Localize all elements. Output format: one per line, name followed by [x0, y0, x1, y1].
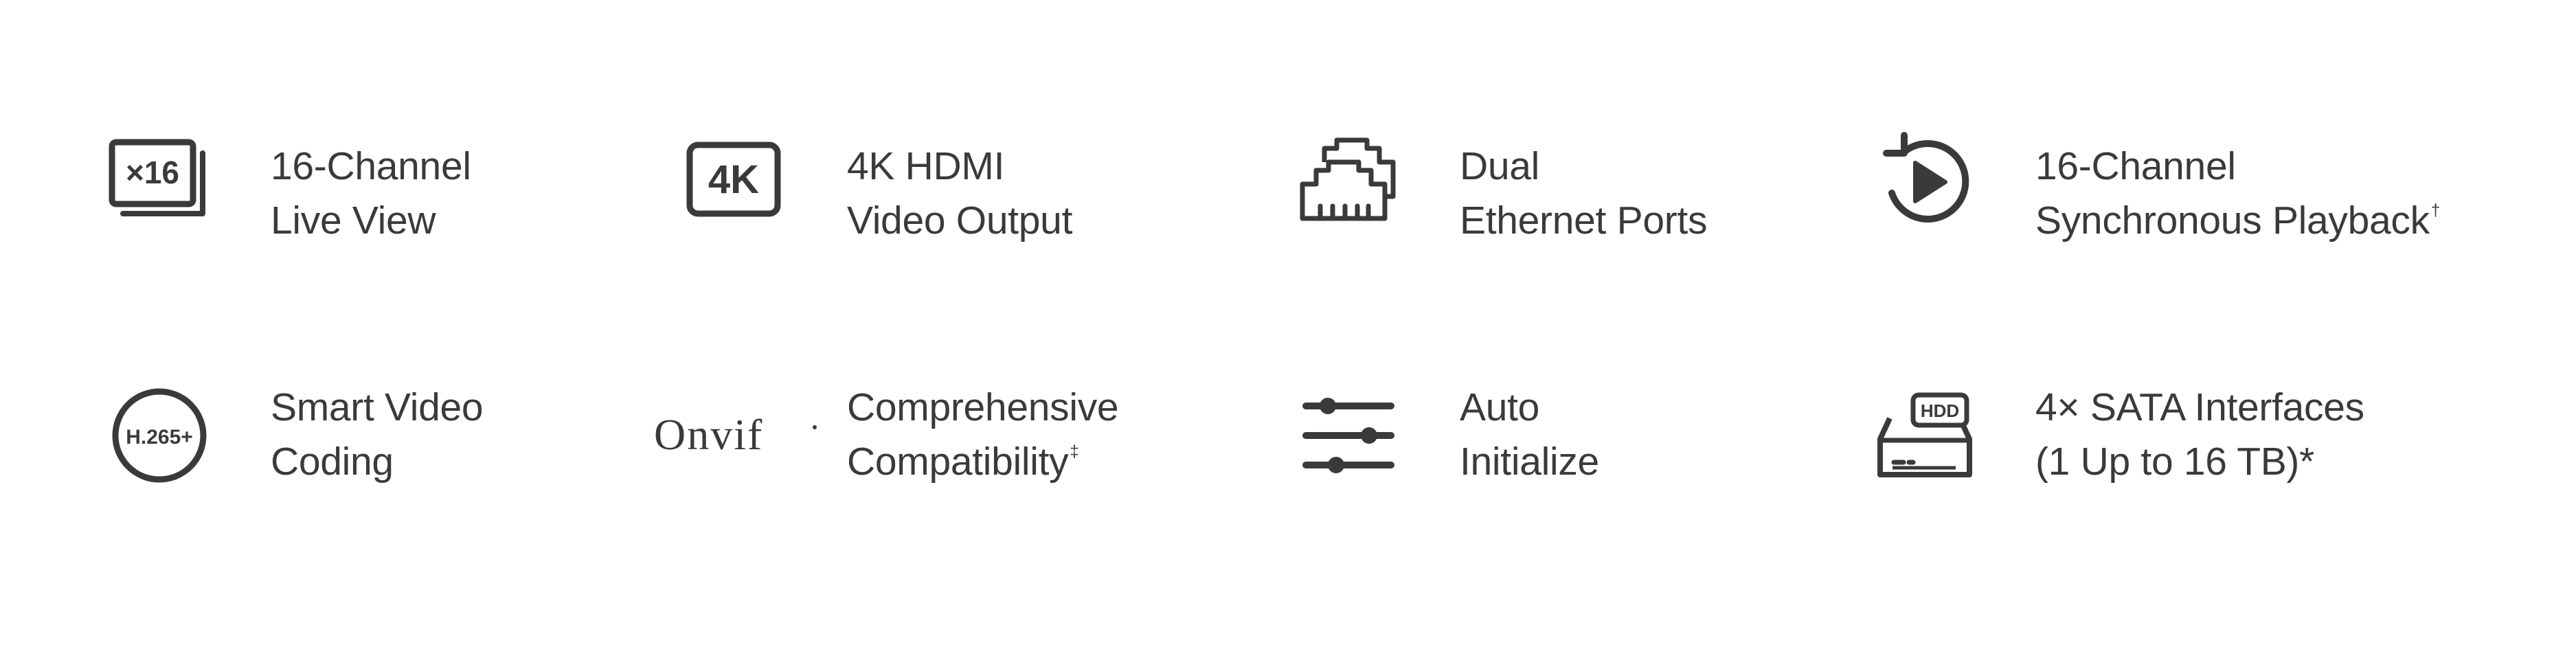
- hdd-icon: HDD: [1870, 381, 1980, 490]
- feature-title-line2-wrap: Synchronous Playback†: [2035, 194, 2440, 248]
- h265-icon: H.265+: [104, 381, 214, 490]
- playback-icon: [1870, 124, 1980, 234]
- feature-title-line1: 4K HDMI: [847, 144, 1005, 188]
- hdd-icon-label: HDD: [1921, 400, 1959, 421]
- multiview-x16-icon: ×16: [104, 124, 214, 234]
- feature-title-line1: 16-Channel: [2035, 144, 2236, 188]
- feature-text: 16-Channel Synchronous Playback†: [2035, 139, 2440, 248]
- feature-title-line1: Comprehensive: [847, 385, 1119, 429]
- footnote-mark: ‡: [1070, 442, 1079, 461]
- feature-title-line2: Live View: [271, 199, 436, 242]
- feature-title-line1: 16-Channel: [271, 144, 471, 188]
- h265-icon-label: H.265+: [126, 426, 193, 449]
- feature-text: Comprehensive Compatibility‡: [847, 381, 1119, 489]
- feature-title-line2: Coding: [271, 440, 394, 484]
- onvif-logo-text: Onvif: [654, 410, 763, 459]
- feature-title-line1: 4× SATA Interfaces: [2035, 385, 2364, 429]
- feature-title-line2: Synchronous Playback: [2035, 199, 2430, 242]
- feature-title-line1: Auto: [1460, 385, 1540, 429]
- sliders-icon: [1293, 381, 1403, 490]
- feature-text: Smart Video Coding: [271, 381, 484, 489]
- footnote-mark: †: [2430, 201, 2440, 220]
- feature-title-line1: Dual: [1460, 144, 1540, 188]
- feature-title-line2: Initialize: [1460, 440, 1599, 484]
- feature-text: 4K HDMI Video Output: [847, 139, 1072, 248]
- feature-title-line1: Smart Video: [271, 385, 484, 429]
- x16-label: ×16: [126, 155, 179, 190]
- 4k-icon: 4K: [679, 124, 789, 234]
- ethernet-ports-icon: [1293, 124, 1403, 234]
- feature-title-line2: (1 Up to 16 TB)*: [2035, 440, 2315, 484]
- feature-title-line2: Ethernet Ports: [1460, 199, 1708, 242]
- 4k-icon-label: 4K: [708, 157, 759, 202]
- onvif-logo-icon: Onvif: [653, 381, 817, 490]
- feature-title-line2: Video Output: [847, 199, 1073, 242]
- feature-text: Auto Initialize: [1460, 381, 1599, 489]
- feature-title-line2: Compatibility: [847, 440, 1069, 484]
- feature-text: 4× SATA Interfaces (1 Up to 16 TB)*: [2035, 381, 2364, 489]
- feature-title-line2-wrap: Compatibility‡: [847, 435, 1118, 489]
- feature-text: Dual Ethernet Ports: [1460, 139, 1707, 248]
- feature-text: 16-Channel Live View: [271, 139, 471, 248]
